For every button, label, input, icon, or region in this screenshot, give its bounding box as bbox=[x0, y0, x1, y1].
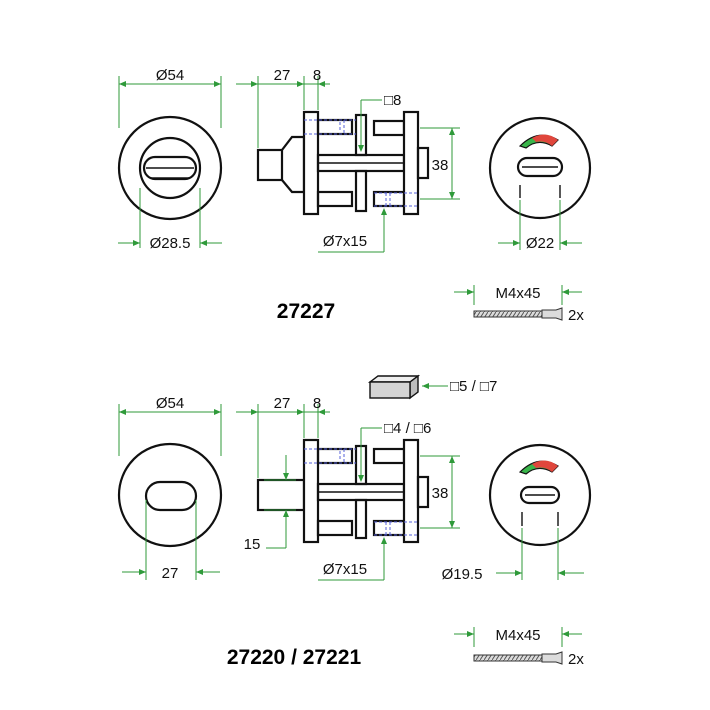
set1-screw-distance-label: 38 bbox=[432, 157, 449, 174]
set1-title: 27227 bbox=[277, 300, 335, 323]
set2-knob-height-label: 15 bbox=[244, 536, 261, 553]
set2-thickness-label: 8 bbox=[313, 395, 321, 412]
set1-screw-qty-label: 2x bbox=[568, 307, 584, 324]
set2-side-view bbox=[256, 438, 430, 544]
set1-side-view bbox=[256, 110, 430, 216]
set2-screw-distance-dimension bbox=[420, 455, 460, 529]
set2-adapter bbox=[367, 374, 448, 400]
set2-indicator-dimension bbox=[496, 528, 584, 580]
set1-indicator-rosette bbox=[488, 116, 592, 220]
set2-offset-label: 27 bbox=[274, 395, 291, 412]
set2-indicator-rosette bbox=[488, 443, 592, 547]
set1-indicator-dimension bbox=[498, 200, 582, 250]
set2-screw-size-label: M4x45 bbox=[495, 627, 540, 644]
set1-front-rosette bbox=[117, 115, 223, 221]
set2-spindle-label: Ø7x15 bbox=[323, 561, 367, 578]
set2-rosette-diameter-label: Ø54 bbox=[156, 395, 184, 412]
set1-rosette-diameter-label: Ø54 bbox=[156, 67, 184, 84]
set2-indicator-diameter-label: Ø19.5 bbox=[442, 566, 483, 583]
set2-knob-dimension bbox=[264, 455, 296, 549]
set2-slot-dimension bbox=[122, 500, 220, 580]
set1-spindle-leader bbox=[318, 208, 387, 253]
set2-square-leader bbox=[358, 427, 382, 482]
set1-rosette-dimension bbox=[118, 76, 222, 128]
set1-screw bbox=[473, 307, 563, 321]
set2-front-rosette bbox=[117, 442, 223, 548]
set2-screw-qty-label: 2x bbox=[568, 651, 584, 668]
set1-thickness-label: 8 bbox=[313, 67, 321, 84]
set2-title: 27220 / 27221 bbox=[227, 646, 362, 669]
set2-screw-distance-label: 38 bbox=[432, 485, 449, 502]
set2-spindle-leader bbox=[318, 537, 387, 581]
set1-spindle-square-label: □8 bbox=[384, 92, 401, 109]
set1-inner-dimension bbox=[118, 188, 222, 248]
set1-inner-diameter-label: Ø28.5 bbox=[150, 235, 191, 252]
set2-screw-dimension bbox=[454, 627, 582, 647]
set1-spindle-label: Ø7x15 bbox=[323, 233, 367, 250]
set1-offset-label: 27 bbox=[274, 67, 291, 84]
set2-offset-dimension bbox=[236, 404, 330, 478]
set1-screw-distance-dimension bbox=[420, 127, 460, 200]
set2-rosette-dimension bbox=[118, 404, 222, 456]
set1-square-leader bbox=[358, 99, 382, 152]
set2-spindle-square-label: □4 / □6 bbox=[384, 420, 431, 437]
set1-screw-dimension bbox=[454, 285, 582, 305]
set1-indicator-diameter-label: Ø22 bbox=[526, 235, 554, 252]
set2-adapter-square-label: □5 / □7 bbox=[450, 378, 497, 395]
set1-offset-dimension bbox=[236, 76, 330, 148]
set2-screw bbox=[473, 651, 563, 665]
set1-screw-size-label: M4x45 bbox=[495, 285, 540, 302]
set2-slot-width-label: 27 bbox=[162, 565, 179, 582]
